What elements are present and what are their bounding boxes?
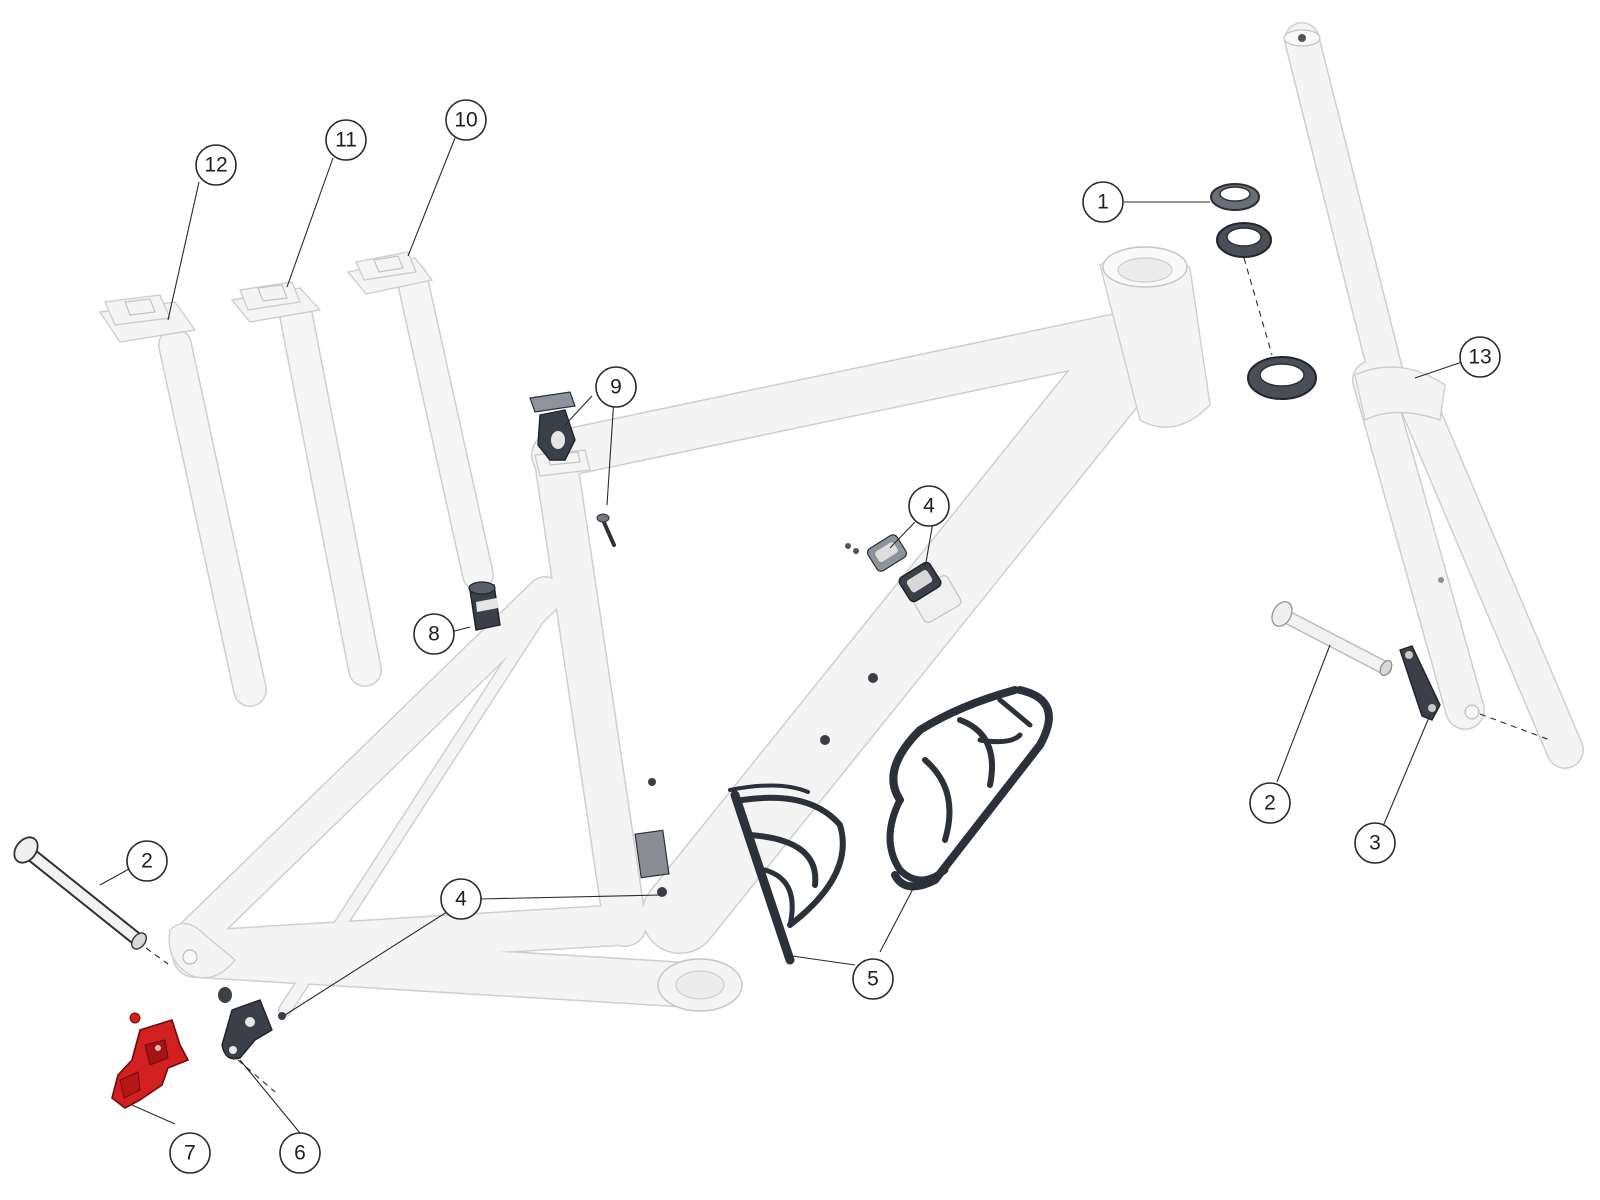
svg-text:8: 8: [428, 623, 440, 646]
svg-text:3: 3: [1369, 832, 1381, 855]
svg-text:1: 1: [1097, 191, 1109, 214]
svg-text:12: 12: [204, 154, 227, 177]
svg-text:2: 2: [141, 850, 153, 873]
callout-8: 8: [413, 613, 455, 655]
callout-10: 10: [445, 99, 487, 141]
callout-6: 6: [279, 1132, 321, 1174]
cable-guide-parts: [845, 534, 942, 603]
seat-clamp: [468, 581, 501, 631]
svg-text:4: 4: [923, 495, 935, 518]
bottle-cage-left: [728, 783, 846, 965]
callout-4-top: 4: [908, 485, 950, 527]
callout-2-rear: 2: [126, 840, 168, 882]
svg-text:11: 11: [335, 129, 357, 152]
callout-1: 1: [1082, 181, 1124, 223]
seatpost-10: [346, 251, 494, 591]
callout-12: 12: [195, 144, 237, 186]
bike-frame: [168, 246, 1211, 1017]
headset-bearings: [1210, 183, 1317, 400]
svg-text:7: 7: [184, 1142, 196, 1165]
svg-text:5: 5: [867, 968, 879, 991]
derailleur-hanger: [218, 987, 286, 1060]
callout-2-front: 2: [1249, 782, 1291, 824]
highlighted-part-7: [111, 1012, 190, 1109]
callout-3: 3: [1354, 822, 1396, 864]
bottle-cage-right: [886, 686, 1053, 891]
seatpost-12: [98, 294, 267, 707]
seatpost-11: [230, 281, 382, 687]
svg-text:6: 6: [294, 1142, 306, 1165]
brake-adapter: [1399, 645, 1441, 721]
rear-thru-axle: [13, 836, 147, 950]
fork: [1283, 22, 1584, 769]
cable-port-parts: [529, 391, 616, 547]
svg-text:4: 4: [455, 888, 467, 911]
svg-text:2: 2: [1264, 792, 1276, 815]
callout-7: 7: [169, 1132, 211, 1174]
front-thru-axle: [1271, 601, 1393, 677]
svg-text:13: 13: [1468, 346, 1491, 369]
callout-13: 13: [1459, 336, 1501, 378]
callout-4-bottom: 4: [440, 878, 482, 920]
callout-9: 9: [595, 366, 637, 408]
callout-5: 5: [852, 958, 894, 1000]
callout-11: 11: [325, 119, 367, 161]
leader-lines: [99, 137, 1466, 1134]
svg-text:9: 9: [610, 376, 622, 399]
svg-text:10: 10: [454, 109, 477, 132]
